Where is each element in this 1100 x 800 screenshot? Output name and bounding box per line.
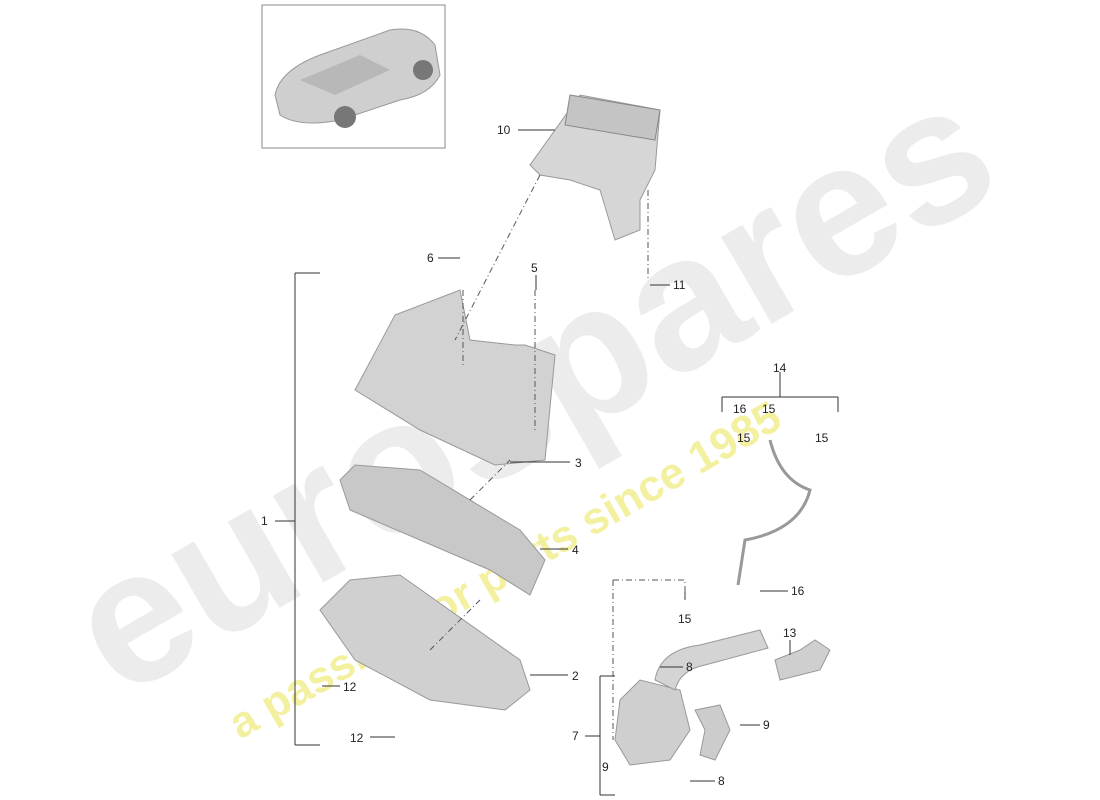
- callout-12a[interactable]: 12: [343, 680, 357, 694]
- vehicle-thumbnail[interactable]: [261, 4, 446, 149]
- callout-15d[interactable]: 15: [678, 612, 692, 626]
- callout-4[interactable]: 4: [572, 543, 579, 557]
- callout-13[interactable]: 13: [783, 626, 797, 640]
- callout-16b[interactable]: 16: [791, 584, 805, 598]
- callout-7[interactable]: 7: [572, 729, 579, 743]
- callout-8b[interactable]: 8: [718, 774, 725, 788]
- part-13-hose[interactable]: [774, 639, 831, 681]
- part-10-intake-duct[interactable]: [529, 94, 661, 241]
- callout-15b[interactable]: 15: [737, 431, 751, 445]
- callout-15c[interactable]: 15: [815, 431, 829, 445]
- part-4-filter-element[interactable]: [339, 464, 546, 596]
- callout-8a[interactable]: 8: [686, 660, 693, 674]
- callout-3[interactable]: 3: [575, 456, 582, 470]
- dash-lines: [429, 174, 686, 740]
- callout-6[interactable]: 6: [427, 251, 434, 265]
- part-7-secondary-air-pump[interactable]: [614, 629, 769, 766]
- leader-lines: [275, 129, 839, 796]
- part-2-lower-housing[interactable]: [319, 574, 531, 711]
- callout-16a[interactable]: 16: [733, 402, 747, 416]
- part-9-elbow[interactable]: [694, 704, 731, 761]
- callout-9a[interactable]: 9: [763, 718, 770, 732]
- callout-12b[interactable]: 12: [350, 731, 364, 745]
- callout-1[interactable]: 1: [261, 514, 268, 528]
- callout-9b[interactable]: 9: [602, 760, 609, 774]
- callout-5[interactable]: 5: [531, 261, 538, 275]
- callout-15a[interactable]: 15: [762, 402, 776, 416]
- part-3-upper-housing[interactable]: [354, 289, 556, 466]
- callout-2[interactable]: 2: [572, 669, 579, 683]
- callout-10[interactable]: 10: [497, 123, 511, 137]
- callout-11[interactable]: 11: [673, 278, 686, 292]
- callout-14[interactable]: 14: [773, 361, 787, 375]
- part-14-vacuum-line[interactable]: [736, 439, 812, 586]
